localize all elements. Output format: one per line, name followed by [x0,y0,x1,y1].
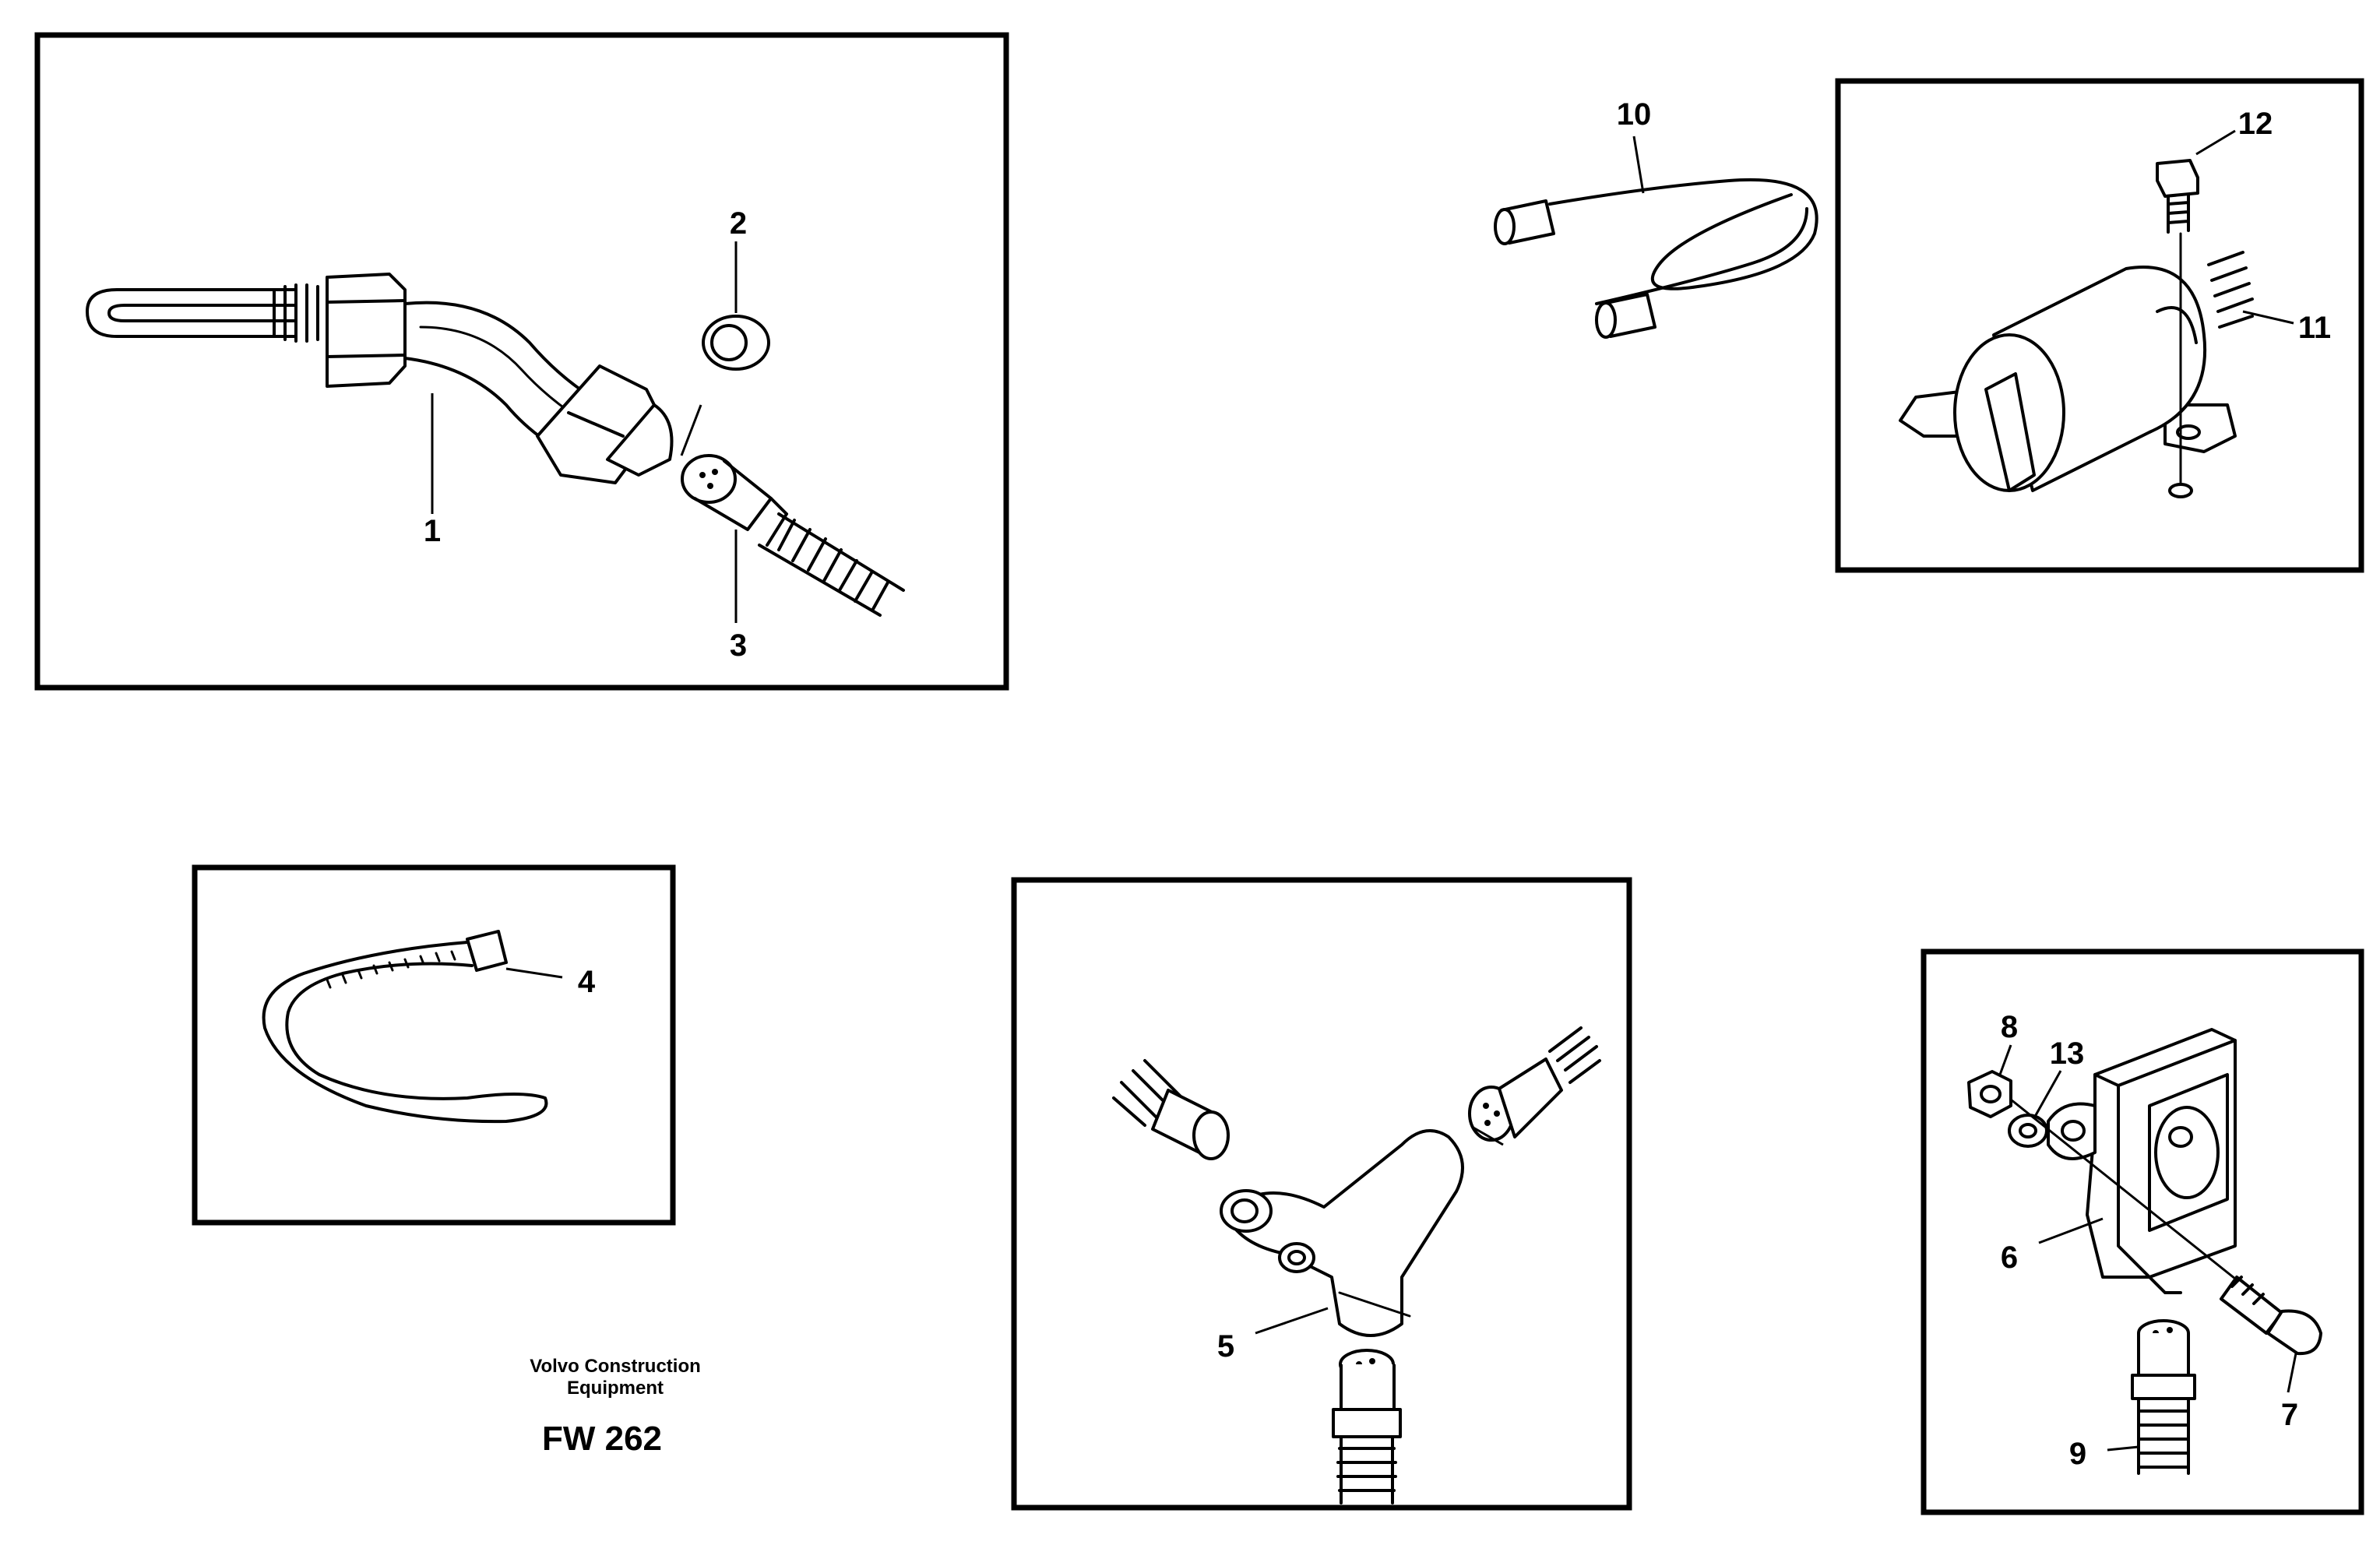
wire-terminal-2 [1595,293,1656,339]
nut-part [1967,1070,2012,1118]
leader-4 [505,967,563,979]
panel-y-branch: 5 [1011,877,1632,1511]
bolt-part [2156,159,2199,234]
cable-tie-part [262,930,548,1124]
callout-7: 7 [2281,1398,2298,1432]
callout-6: 6 [2001,1241,2018,1275]
panel-frame [1835,78,2364,573]
callout-8: 8 [2001,1010,2018,1044]
leader-8 [1998,1044,2012,1075]
y-branch-part [1112,1026,1601,1504]
leader-2b [680,404,702,456]
leader-9 [2107,1445,2139,1452]
leader-6 [2038,1217,2104,1244]
bottom-plug [1332,1349,1402,1504]
panel-socket-bracket: 8 13 6 7 9 [1921,948,2364,1515]
panel-frame [192,864,676,1226]
leader-7 [2287,1353,2297,1393]
leader-13 [2034,1070,2062,1116]
panel-frame [1011,877,1632,1511]
panel-sensor: 12 11 [1835,78,2364,573]
caption-company-line2: Equipment [567,1378,664,1399]
bolt-7-part [2220,1276,2322,1356]
wire-terminal-1 [1494,199,1555,245]
callout-12: 12 [2238,107,2273,141]
right-plug [1468,1026,1601,1142]
plug-9-part [2131,1319,2196,1475]
callout-4: 4 [578,965,596,999]
panel-frame [34,32,1009,691]
callout-10: 10 [1617,97,1652,132]
callout-1: 1 [424,514,441,548]
heater-element-part [86,273,674,484]
leader-5b [1471,1125,1504,1146]
panel-cable-tie: 4 [192,864,676,1226]
callout-9: 9 [2069,1437,2086,1471]
callout-11: 11 [2298,311,2331,345]
seal-ring-part [702,315,770,371]
wire-assembly: 10 [1494,97,1818,339]
leader-5 [1255,1307,1329,1335]
leader-10 [1632,135,1645,194]
callout-3: 3 [730,628,747,663]
callout-5: 5 [1217,1329,1234,1364]
socket-bracket-part [2009,1028,2244,1294]
panel-heater-element: 1 2 3 [34,32,1009,691]
leader-11 [2242,310,2294,325]
caption-block: Volvo Construction Equipment FW 262 [530,1356,701,1458]
leader-12 [2195,129,2236,156]
callout-2: 2 [730,206,747,241]
connector-plug-part [681,454,905,617]
figure-code: FW 262 [542,1420,662,1458]
washer-part [2008,1114,2048,1148]
caption-company-line1: Volvo Construction [530,1356,701,1377]
sensor-body-part [1899,232,2254,498]
panel-frame [1921,948,2364,1515]
callout-13: 13 [2050,1036,2085,1071]
